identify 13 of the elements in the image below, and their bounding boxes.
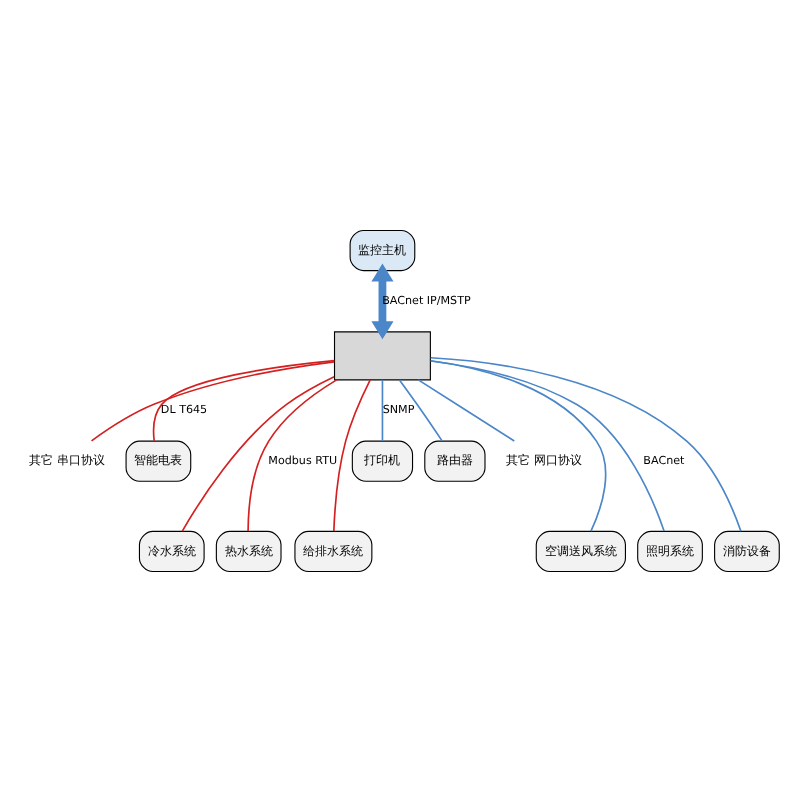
connector [398,378,443,441]
connector [429,358,607,532]
connector [429,355,742,531]
connector [247,378,338,531]
connector [181,374,335,531]
connector [417,378,516,441]
connector [152,358,336,441]
arrow [371,262,394,339]
connector [429,359,665,531]
node-box [333,330,431,380]
connector [333,378,372,531]
connector [90,359,335,441]
connector [381,378,384,441]
